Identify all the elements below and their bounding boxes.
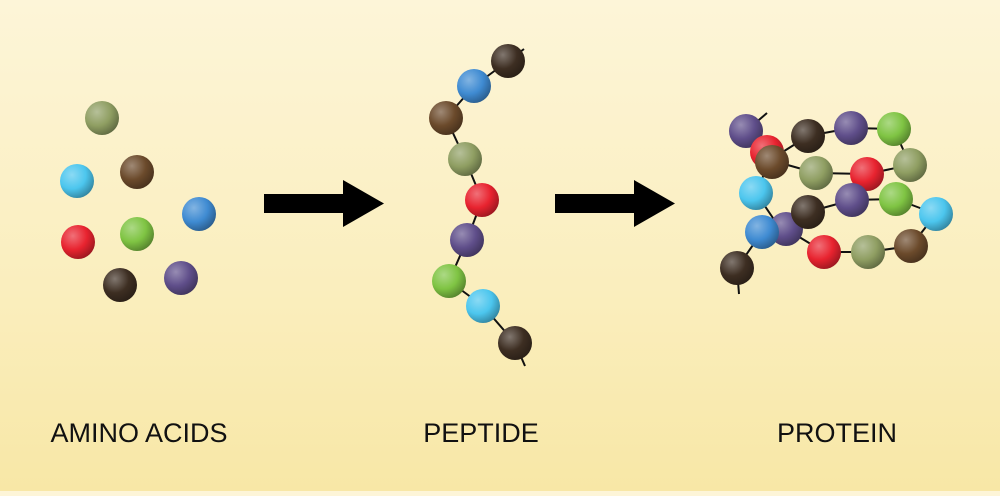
amino-acids-group xyxy=(60,101,216,302)
peptide-residue-3 xyxy=(429,101,463,135)
amino-acid-5 xyxy=(61,225,95,259)
protein-residue-20 xyxy=(720,251,754,285)
amino-acid-3 xyxy=(120,155,154,189)
peptide-residue-7 xyxy=(432,264,466,298)
protein-residue-15 xyxy=(919,197,953,231)
protein-fold-group xyxy=(720,111,953,295)
amino-acid-1 xyxy=(85,101,119,135)
protein-residue-7 xyxy=(799,156,833,190)
amino-acids-label: AMINO ACIDS xyxy=(50,418,228,448)
arrow-2-shaft xyxy=(555,194,635,213)
protein-residue-10 xyxy=(739,176,773,210)
peptide-residue-5 xyxy=(465,183,499,217)
amino-acid-7 xyxy=(164,261,198,295)
protein-residue-19 xyxy=(894,229,928,263)
arrow-1-head xyxy=(343,180,384,227)
peptide-residue-9 xyxy=(498,326,532,360)
amino-acid-2 xyxy=(60,164,94,198)
arrow-right-1 xyxy=(264,180,384,227)
protein-residue-8 xyxy=(850,157,884,191)
protein-residue-4 xyxy=(791,119,825,153)
protein-residue-5 xyxy=(834,111,868,145)
peptide-chain-group xyxy=(429,44,532,367)
arrow-2-head xyxy=(634,180,675,227)
peptide-label: PEPTIDE xyxy=(423,418,539,448)
protein-residue-17 xyxy=(807,235,841,269)
protein-residue-1 xyxy=(729,114,763,148)
protein-residue-3 xyxy=(755,145,789,179)
amino-acid-8 xyxy=(103,268,137,302)
amino-acid-6 xyxy=(120,217,154,251)
protein-residue-14 xyxy=(879,182,913,216)
protein-residue-12 xyxy=(791,195,825,229)
peptide-residue-2 xyxy=(457,69,491,103)
arrow-right-2 xyxy=(555,180,675,227)
peptide-residue-1 xyxy=(491,44,525,78)
peptide-residue-6 xyxy=(450,223,484,257)
protein-residue-18 xyxy=(851,235,885,269)
protein-residue-16 xyxy=(745,215,779,249)
protein-residue-13 xyxy=(835,183,869,217)
peptide-residue-4 xyxy=(448,142,482,176)
amino-acid-4 xyxy=(182,197,216,231)
protein-residue-9 xyxy=(893,148,927,182)
protein-residue-6 xyxy=(877,112,911,146)
peptide-residue-8 xyxy=(466,289,500,323)
arrow-1-shaft xyxy=(264,194,344,213)
protein-label: PROTEIN xyxy=(776,418,898,448)
